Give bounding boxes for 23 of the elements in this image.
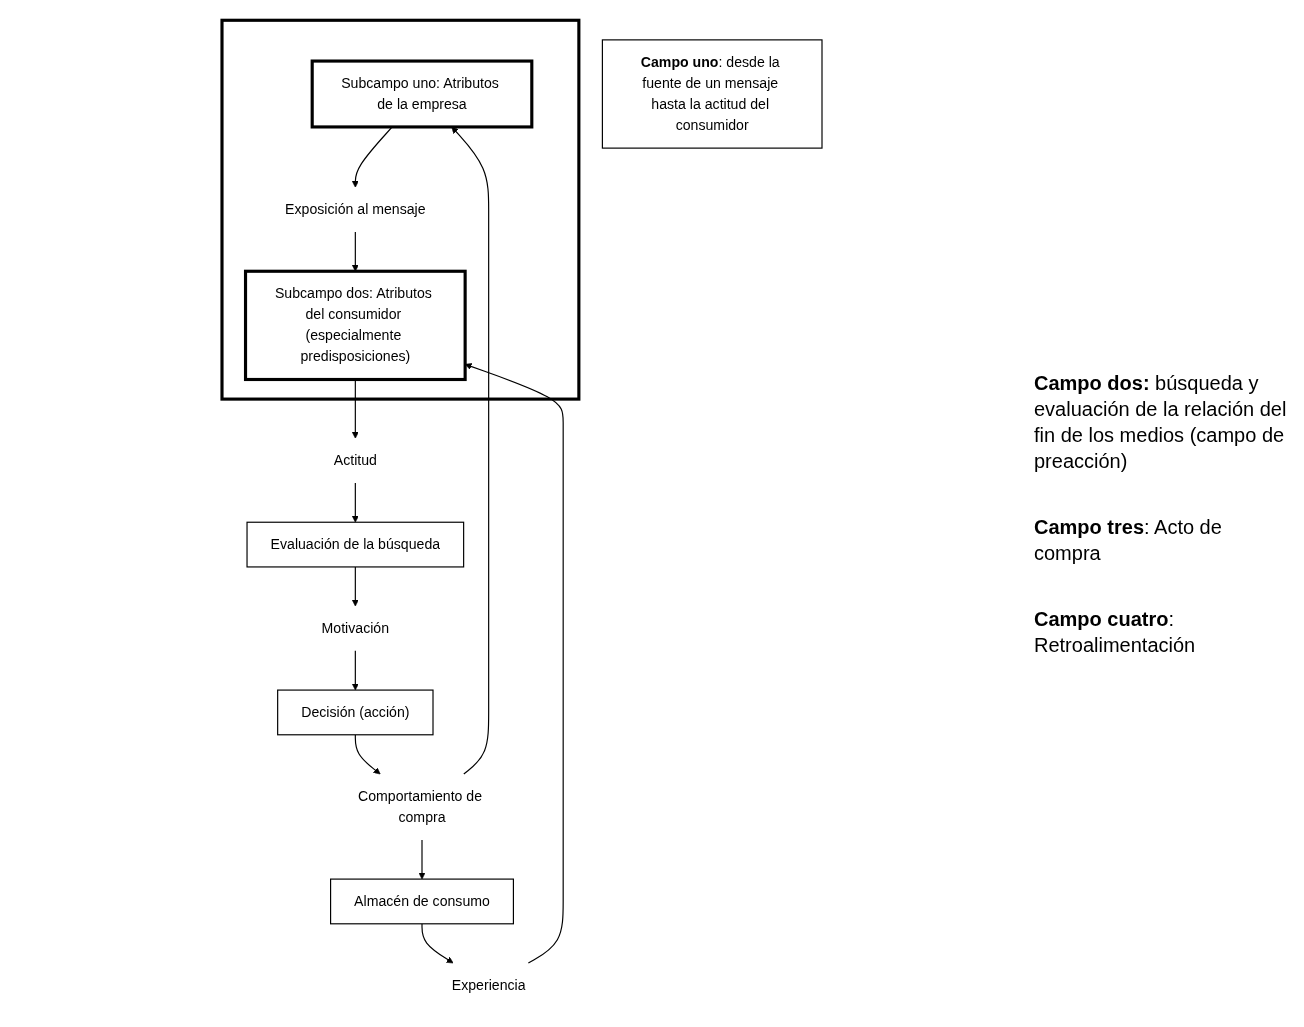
node-text: Motivación [321, 619, 390, 636]
arrow [421, 922, 454, 963]
node-box: Subcampo uno: Atributos de la empresa [310, 59, 534, 128]
field-note: Campo cuatro: Retroalimentación [1034, 606, 1197, 658]
arrow [351, 649, 359, 690]
node-box: Almacén de consumo [330, 878, 514, 924]
arrow [451, 126, 490, 775]
node-box: Campo uno: desde la fuente de un mensaje hasta la actitud del consumidor [601, 38, 823, 149]
node-text: Comportamiento de compra [358, 787, 483, 825]
field-note: Campo tres: Acto de compra [1034, 514, 1223, 566]
arrow [354, 733, 381, 774]
node-box: Decisión (acción) [277, 689, 434, 735]
node-box: Evaluación de la búsqueda [246, 521, 465, 568]
node-text: Actitud [333, 451, 377, 468]
arrow [351, 481, 359, 523]
node-text: Exposición al mensaje [285, 200, 426, 217]
node-box: Subcampo dos: Atributos del consumidor (especialmente predisposiciones) [243, 269, 467, 381]
cluster [220, 18, 581, 401]
arrow [351, 378, 359, 439]
arrow [418, 838, 426, 879]
node-text: Experiencia [451, 976, 526, 993]
arrow [351, 565, 359, 606]
field-note: Campo dos: búsqueda y evaluación de la relación del fin de los medios (campo de preacción) [1034, 370, 1288, 474]
